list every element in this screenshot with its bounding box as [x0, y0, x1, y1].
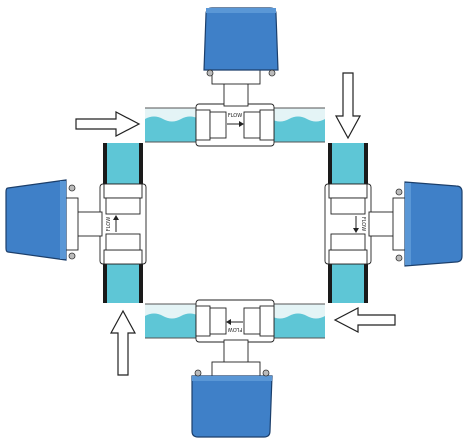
bottom-inflow-arrow-icon	[333, 307, 396, 333]
right-flow-arrow-icon	[353, 216, 359, 233]
bottom-flow-label: FLOW	[228, 326, 242, 332]
top-screw-left-icon	[206, 69, 214, 77]
bottom-tee-right-nut	[259, 305, 275, 337]
right-tee-bottom-collar	[330, 233, 366, 251]
left-housing-cap	[60, 181, 66, 259]
bottom-sensor: FLOW	[191, 299, 275, 438]
top-sensor: FLOW	[195, 7, 279, 147]
top-screw-right-icon	[268, 69, 276, 77]
right-flange	[392, 197, 406, 251]
bottom-flange	[211, 361, 261, 377]
left-stem	[75, 211, 103, 237]
top-housing-cap	[206, 8, 276, 13]
top-stem	[223, 81, 249, 107]
bottom-sensor-housing	[191, 375, 273, 438]
top-flange	[211, 69, 261, 85]
bottom-tee-left-collar	[209, 307, 227, 335]
left-flange	[65, 197, 79, 251]
right-flow-label: FLOW	[360, 217, 366, 231]
top-tee-right-nut	[259, 109, 275, 141]
top-tee-right-collar	[243, 111, 261, 139]
right-housing-cap	[405, 183, 411, 265]
left-tee-top-collar	[105, 197, 141, 215]
right-screw-top-icon	[395, 188, 403, 196]
top-inflow-arrow-icon	[75, 111, 141, 137]
top-flow-arrow-icon	[227, 121, 244, 127]
left-flow-label: FLOW	[106, 217, 112, 231]
right-tee-top-collar	[330, 197, 366, 215]
bottom-installation: FLOW	[145, 299, 325, 438]
right-sensor-housing	[404, 181, 463, 267]
left-screw-top-icon	[68, 184, 76, 192]
top-flow-label: FLOW	[228, 113, 242, 119]
left-tee-bottom-nut	[103, 249, 143, 265]
bottom-tee-right-collar	[243, 307, 261, 335]
bottom-stem	[223, 339, 249, 365]
left-tee-bottom-collar	[105, 233, 141, 251]
right-sensor: FLOW	[324, 181, 463, 267]
right-installation: FLOW	[324, 143, 463, 303]
left-sensor: FLOW	[5, 179, 147, 265]
right-tee-top-nut	[328, 183, 368, 199]
left-screw-bottom-icon	[68, 252, 76, 260]
bottom-tee-left-nut	[195, 305, 211, 337]
left-sensor-housing	[5, 179, 67, 261]
bottom-flow-arrow-icon	[226, 319, 243, 325]
top-installation: FLOW	[145, 7, 325, 147]
left-flow-arrow-icon	[113, 215, 119, 232]
top-tee-left-collar	[209, 111, 227, 139]
top-sensor-housing	[203, 7, 279, 71]
right-stem	[368, 211, 396, 237]
right-screw-bottom-icon	[395, 254, 403, 262]
right-inflow-arrow-icon	[334, 72, 362, 140]
left-installation: FLOW	[5, 143, 147, 303]
left-inflow-arrow-icon	[109, 309, 137, 376]
left-tee-top-nut	[103, 183, 143, 199]
bottom-housing-cap	[192, 376, 272, 381]
bottom-screw-left-icon	[194, 369, 202, 377]
bottom-screw-right-icon	[262, 369, 270, 377]
top-tee-left-nut	[195, 109, 211, 141]
right-tee-bottom-nut	[328, 249, 368, 265]
